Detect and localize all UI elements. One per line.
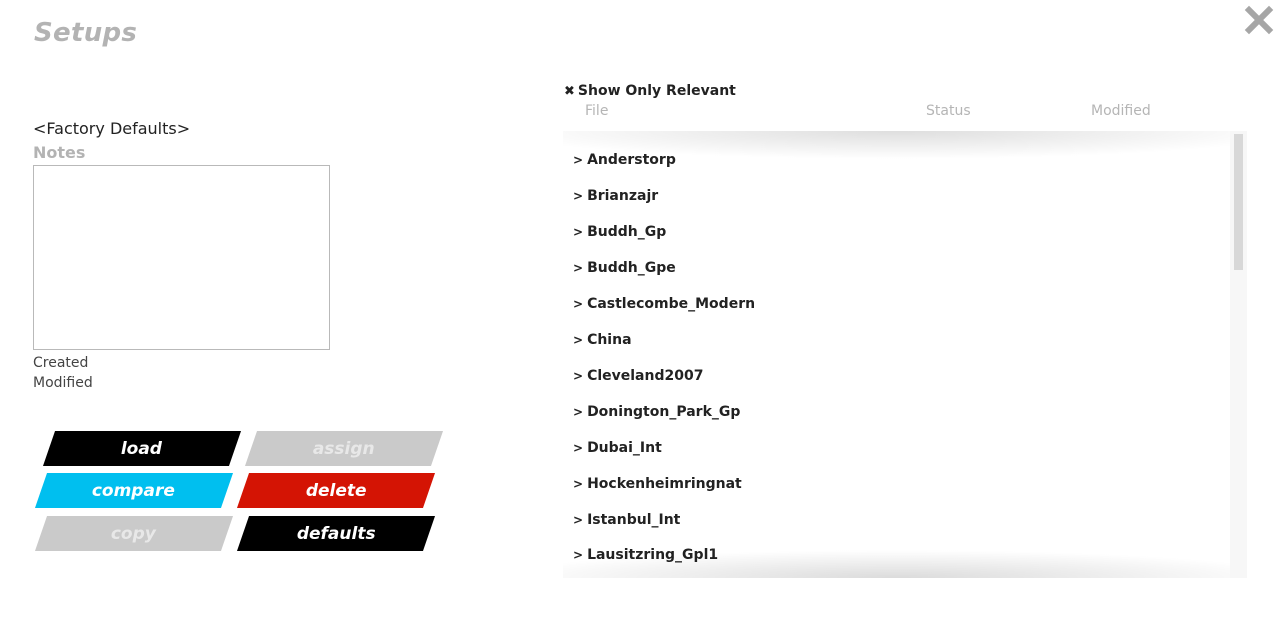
- defaults-button-label: defaults: [296, 523, 376, 544]
- list-item[interactable]: >Castlecombe_Modern: [573, 296, 755, 318]
- list-item[interactable]: >Brianzajr: [573, 188, 658, 210]
- delete-button[interactable]: delete: [236, 473, 436, 508]
- show-only-relevant-label: Show Only Relevant: [577, 83, 736, 99]
- setup-name: <Factory Defaults>: [33, 119, 191, 138]
- expand-caret-icon: >: [573, 225, 584, 239]
- column-header-modified[interactable]: Modified: [1091, 103, 1151, 119]
- notes-label: Notes: [33, 143, 86, 162]
- list-item[interactable]: >Dubai_Int: [573, 440, 662, 462]
- expand-caret-icon: >: [573, 513, 584, 527]
- created-label: Created: [33, 355, 89, 371]
- list-item-label: China: [587, 332, 632, 348]
- file-list-body: >Anderstorp >Brianzajr >Buddh_Gp >Buddh_…: [563, 131, 1230, 578]
- list-scrollbar[interactable]: [1230, 131, 1247, 578]
- expand-caret-icon: >: [573, 477, 584, 491]
- compare-button-label: compare: [92, 480, 176, 501]
- notes-input[interactable]: [33, 165, 330, 350]
- list-item-label: Hockenheimringnat: [587, 476, 742, 492]
- list-item[interactable]: >Buddh_Gpe: [573, 260, 676, 282]
- list-item-label: Buddh_Gpe: [587, 260, 676, 276]
- expand-caret-icon: >: [573, 369, 584, 383]
- close-icon: [1244, 5, 1274, 35]
- list-scrollbar-thumb[interactable]: [1234, 134, 1243, 270]
- expand-caret-icon: >: [573, 548, 584, 562]
- list-item[interactable]: >China: [573, 332, 632, 354]
- list-item-label: Lausitzring_Gpl1: [587, 547, 719, 563]
- list-item[interactable]: >Anderstorp: [573, 152, 676, 174]
- expand-caret-icon: >: [573, 441, 584, 455]
- expand-caret-icon: >: [573, 333, 584, 347]
- list-item-label: Dubai_Int: [587, 440, 662, 456]
- copy-button-label: copy: [111, 523, 157, 544]
- list-item-label: Castlecombe_Modern: [587, 296, 756, 312]
- show-only-relevant-toggle[interactable]: ✖ Show Only Relevant: [564, 83, 736, 99]
- list-item-label: Donington_Park_Gp: [587, 404, 741, 420]
- expand-caret-icon: >: [573, 153, 584, 167]
- expand-caret-icon: >: [573, 189, 584, 203]
- x-icon: ✖: [564, 83, 575, 99]
- list-item-label: Brianzajr: [587, 188, 659, 204]
- expand-caret-icon: >: [573, 261, 584, 275]
- list-item-label: Cleveland2007: [587, 368, 704, 384]
- list-item[interactable]: >Lausitzring_Gpl1: [573, 547, 718, 569]
- column-header-file[interactable]: File: [585, 103, 609, 119]
- modified-label: Modified: [33, 375, 93, 391]
- copy-button[interactable]: copy: [34, 516, 234, 551]
- defaults-button[interactable]: defaults: [236, 516, 436, 551]
- list-item[interactable]: >Cleveland2007: [573, 368, 703, 390]
- list-item-label: Istanbul_Int: [587, 512, 681, 528]
- list-item[interactable]: >Hockenheimringnat: [573, 476, 742, 498]
- compare-button[interactable]: compare: [34, 473, 234, 508]
- expand-caret-icon: >: [573, 405, 584, 419]
- expand-caret-icon: >: [573, 297, 584, 311]
- column-header-status[interactable]: Status: [926, 103, 971, 119]
- delete-button-label: delete: [305, 480, 367, 501]
- setup-file-list: >Anderstorp >Brianzajr >Buddh_Gp >Buddh_…: [563, 131, 1247, 578]
- list-item-label: Buddh_Gp: [587, 224, 667, 240]
- load-button-label: load: [121, 438, 163, 459]
- list-item[interactable]: >Istanbul_Int: [573, 512, 680, 534]
- page-title: Setups: [34, 18, 138, 48]
- list-item[interactable]: >Donington_Park_Gp: [573, 404, 740, 426]
- assign-button-label: assign: [313, 438, 375, 459]
- close-button[interactable]: [1244, 5, 1274, 35]
- load-button[interactable]: load: [42, 431, 242, 466]
- list-item-label: Anderstorp: [587, 152, 676, 168]
- list-item[interactable]: >Buddh_Gp: [573, 224, 666, 246]
- assign-button[interactable]: assign: [244, 431, 444, 466]
